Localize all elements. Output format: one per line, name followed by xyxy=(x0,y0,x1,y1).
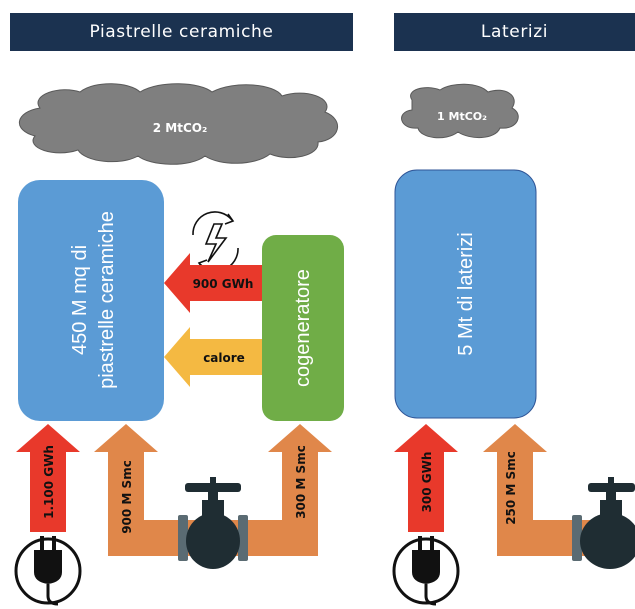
product-label-bricks: 5 Mt di laterizi xyxy=(455,232,477,355)
emissions-label-bricks: 1 MtCO₂ xyxy=(437,110,487,123)
power-generation-icon xyxy=(192,211,239,272)
heat-label: calore xyxy=(203,351,245,365)
gas-label-bricks: 250 M Smc xyxy=(504,451,518,525)
product-box-bricks xyxy=(394,169,537,419)
cogenerator-box xyxy=(262,235,344,421)
cogenerator-label: cogeneratore xyxy=(292,269,314,387)
panel-title-ceramics: Piastrelle ceramiche xyxy=(10,13,353,51)
gas-label-cogen: 300 M Smc xyxy=(294,445,308,519)
electricity-arrow-cogen xyxy=(164,253,262,313)
grid-electricity-label-ceramics: 1.100 GWh xyxy=(42,445,56,519)
gas-pipe-bricks xyxy=(483,424,590,556)
heat-arrow xyxy=(164,327,262,387)
electricity-label-cogen: 900 GWh xyxy=(193,277,254,291)
gas-label-kilns: 900 M Smc xyxy=(120,460,134,534)
grid-electricity-arrow-ceramics xyxy=(16,424,80,532)
grid-electricity-arrow-bricks xyxy=(394,424,458,532)
emissions-cloud-bricks xyxy=(401,83,519,139)
electric-plug-icon xyxy=(14,536,82,606)
panel-title-bricks: Laterizi xyxy=(394,13,635,51)
product-label-ceramics-line2: piastrelle ceramiche xyxy=(96,211,118,389)
grid-electricity-label-bricks: 300 GWh xyxy=(420,452,434,513)
product-box-ceramics xyxy=(18,180,164,421)
electric-plug-icon-bricks xyxy=(392,536,460,606)
product-label-ceramics-line1: 450 M mq di xyxy=(69,245,91,355)
emissions-cloud-ceramics xyxy=(18,83,339,165)
gas-valve-icon xyxy=(178,477,248,569)
emissions-label-ceramics: 2 MtCO₂ xyxy=(153,121,207,135)
gas-valve-icon-bricks xyxy=(572,477,635,569)
